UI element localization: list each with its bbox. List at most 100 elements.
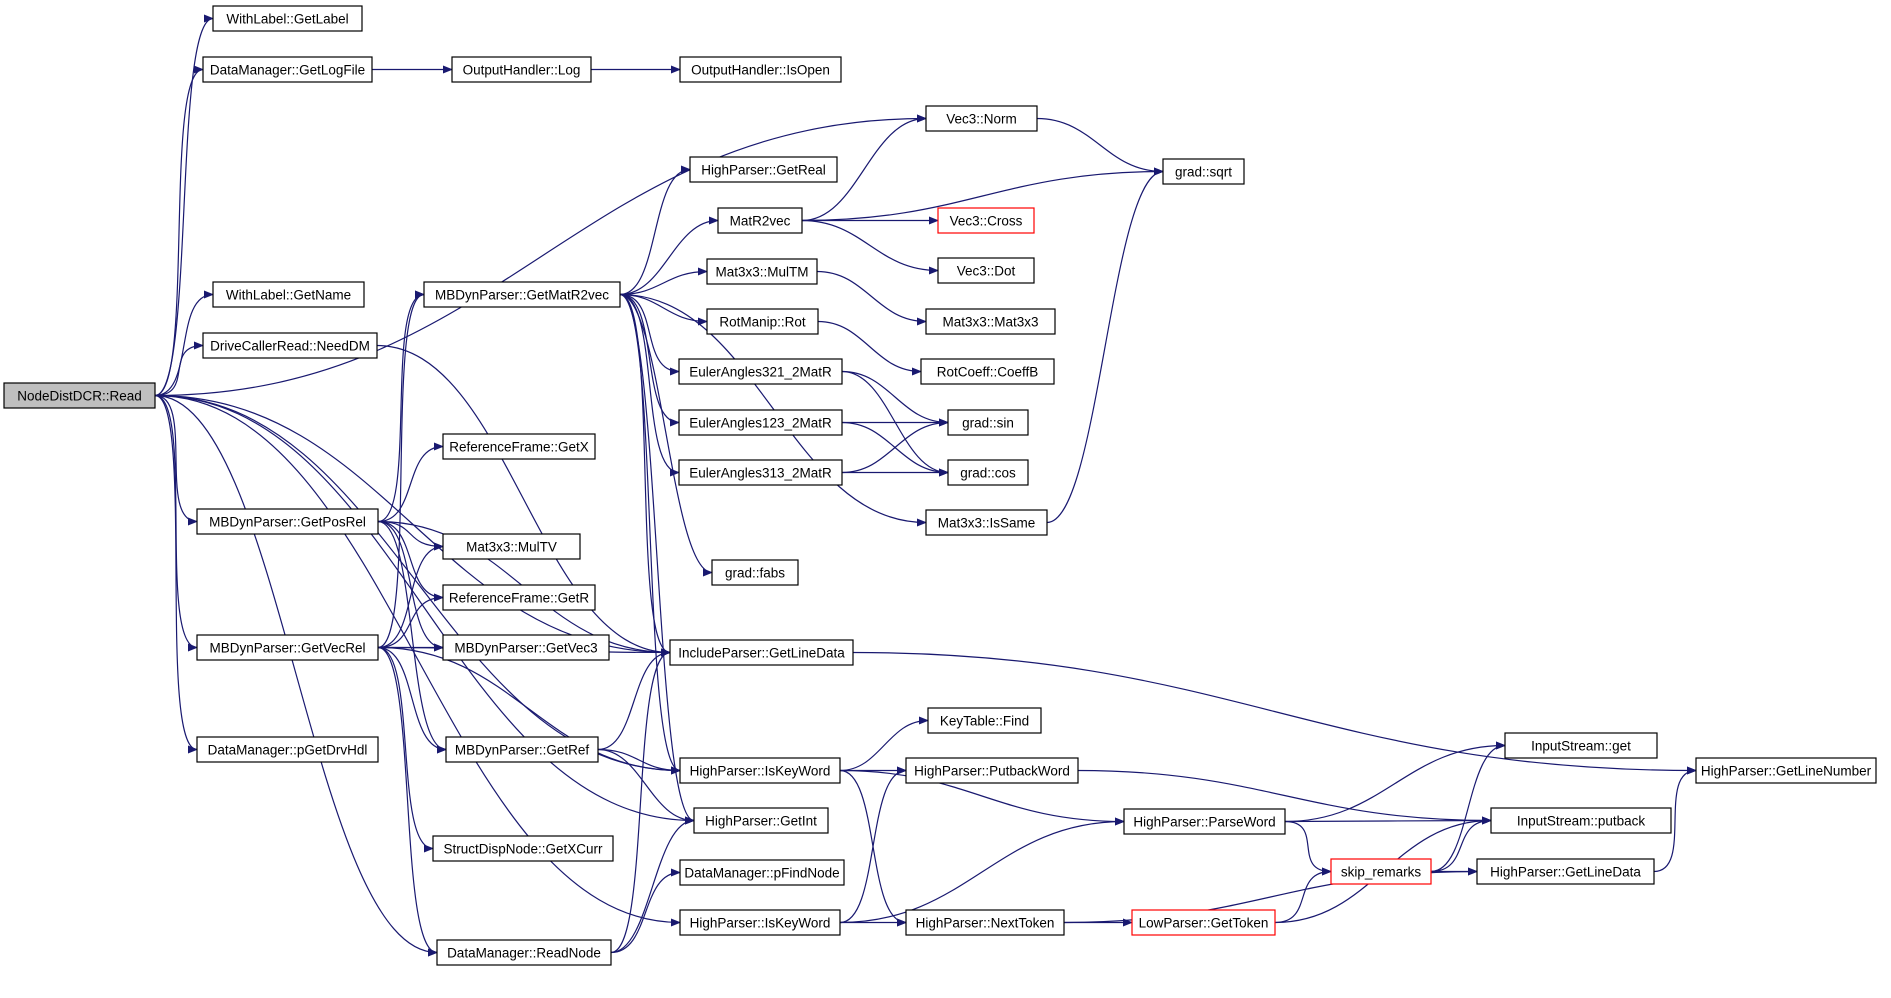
edge-mbp_getref-to-hp_iskeyword1 xyxy=(597,748,681,775)
node-hp-iskeyword2[interactable]: HighParser::IsKeyWord xyxy=(679,909,841,936)
node-skip-remarks[interactable]: skip_remarks xyxy=(1330,858,1432,885)
edge-dm_readnode-to-hp_getint xyxy=(610,816,695,954)
node-dcr-needdm[interactable]: DriveCallerRead::NeedDM xyxy=(202,332,378,359)
node-withlabel-getlabel[interactable]: WithLabel::GetLabel xyxy=(212,5,363,32)
node-box xyxy=(925,105,1038,132)
edge-mbp_getmatr2vec-to-ip_getlinedata xyxy=(619,293,671,657)
edge-mbp_getvecrel-to-rf_getr xyxy=(377,593,444,649)
node-lp-gettoken[interactable]: LowParser::GetToken xyxy=(1131,909,1276,936)
edge-root-to-dm_readnode xyxy=(154,394,438,957)
edges-layer xyxy=(154,14,1697,957)
node-matr2vec[interactable]: MatR2vec xyxy=(717,207,803,234)
node-label: HighParser::PutbackWord xyxy=(914,764,1070,779)
node-mat-mat3x3[interactable]: Mat3x3::Mat3x3 xyxy=(925,308,1056,335)
edge-dcr_needdm-to-ip_getlinedata xyxy=(376,344,671,657)
node-box xyxy=(905,757,1079,784)
node-box xyxy=(925,308,1056,335)
node-vec3-norm[interactable]: Vec3::Norm xyxy=(925,105,1038,132)
node-withlabel-getname[interactable]: WithLabel::GetName xyxy=(212,281,365,308)
node-dm-readnode[interactable]: DataManager::ReadNode xyxy=(436,939,612,966)
node-label: EulerAngles321_2MatR xyxy=(689,365,832,380)
node-box xyxy=(947,409,1029,436)
edge-mbp_getmatr2vec-to-matr2vec xyxy=(619,216,719,296)
node-label: HighParser::GetInt xyxy=(705,814,817,829)
node-rotcoeff-coeffb[interactable]: RotCoeff::CoeffB xyxy=(920,358,1055,385)
node-box xyxy=(679,859,845,886)
edge-mbp_getref-to-ip_getlinedata xyxy=(597,648,671,751)
node-keytable-find[interactable]: KeyTable::Find xyxy=(927,707,1042,734)
node-box xyxy=(442,584,596,611)
node-box xyxy=(1504,732,1658,759)
node-dm-pgetdrvhdl[interactable]: DataManager::pGetDrvHdl xyxy=(196,736,379,763)
node-label: HighParser::GetLineData xyxy=(1490,865,1641,880)
node-mat-multv[interactable]: Mat3x3::MulTV xyxy=(442,533,581,560)
node-hp-iskeyword1[interactable]: HighParser::IsKeyWord xyxy=(679,757,841,784)
node-label: KeyTable::Find xyxy=(940,714,1029,729)
node-mat-multm[interactable]: Mat3x3::MulTM xyxy=(706,258,818,285)
node-ip-getlinedata[interactable]: IncludeParser::GetLineData xyxy=(669,639,854,666)
node-dm-getlogfile[interactable]: DataManager::GetLogFile xyxy=(202,56,373,83)
node-label: DriveCallerRead::NeedDM xyxy=(210,339,370,354)
node-ea123[interactable]: EulerAngles123_2MatR xyxy=(678,409,843,436)
node-box xyxy=(689,156,838,183)
node-label: HighParser::GetReal xyxy=(701,163,826,178)
node-box xyxy=(925,509,1048,536)
node-box xyxy=(679,56,842,83)
node-mbp-getref[interactable]: MBDynParser::GetRef xyxy=(445,736,599,763)
node-label: Mat3x3::Mat3x3 xyxy=(942,315,1038,330)
node-rotmanip-rot[interactable]: RotManip::Rot xyxy=(706,308,819,335)
node-box xyxy=(711,559,799,586)
node-label: RotManip::Rot xyxy=(719,315,806,330)
node-ea321[interactable]: EulerAngles321_2MatR xyxy=(678,358,843,385)
node-label: OutputHandler::IsOpen xyxy=(691,63,830,78)
node-grad-sin[interactable]: grad::sin xyxy=(947,409,1029,436)
node-inputstream-get[interactable]: InputStream::get xyxy=(1504,732,1658,759)
node-vec3-cross[interactable]: Vec3::Cross xyxy=(937,207,1035,234)
node-mbp-getvecrel[interactable]: MBDynParser::GetVecRel xyxy=(196,634,379,661)
node-vec3-dot[interactable]: Vec3::Dot xyxy=(937,257,1035,284)
node-mbp-getmatr2vec[interactable]: MBDynParser::GetMatR2vec xyxy=(423,281,621,308)
node-dm-pfindnode[interactable]: DataManager::pFindNode xyxy=(679,859,845,886)
node-label: MBDynParser::GetPosRel xyxy=(209,515,366,530)
node-mat-issame[interactable]: Mat3x3::IsSame xyxy=(925,509,1048,536)
node-inputstream-putback[interactable]: InputStream::putback xyxy=(1490,807,1672,834)
node-ea313[interactable]: EulerAngles313_2MatR xyxy=(678,459,843,486)
node-grad-fabs[interactable]: grad::fabs xyxy=(711,559,799,586)
node-hp-parseword[interactable]: HighParser::ParseWord xyxy=(1123,808,1286,835)
edge-mbp_getmatr2vec-to-mat_issame xyxy=(619,293,927,527)
node-mbp-getposrel[interactable]: MBDynParser::GetPosRel xyxy=(196,508,379,535)
node-label: HighParser::ParseWord xyxy=(1133,815,1275,830)
node-hp-getreal[interactable]: HighParser::GetReal xyxy=(689,156,838,183)
edge-hp_parseword-to-inputstream_get xyxy=(1284,741,1506,823)
node-sdn-getxcurr[interactable]: StructDispNode::GetXCurr xyxy=(432,835,614,862)
node-oh-isopen[interactable]: OutputHandler::IsOpen xyxy=(679,56,842,83)
node-box xyxy=(196,736,379,763)
edge-mbp_getmatr2vec-to-mat_multm xyxy=(619,267,708,296)
node-grad-sqrt[interactable]: grad::sqrt xyxy=(1162,158,1245,185)
node-hp-getlinenumber[interactable]: HighParser::GetLineNumber xyxy=(1695,757,1877,784)
node-label: RotCoeff::CoeffB xyxy=(937,365,1039,380)
node-rf-getx[interactable]: ReferenceFrame::GetX xyxy=(442,433,596,460)
edge-skip_remarks-to-inputstream_get xyxy=(1430,741,1506,873)
node-label: DataManager::ReadNode xyxy=(447,946,601,961)
edge-mbp_getmatr2vec-to-ea123 xyxy=(619,293,680,427)
node-hp-getint[interactable]: HighParser::GetInt xyxy=(693,807,829,834)
node-rf-getr[interactable]: ReferenceFrame::GetR xyxy=(442,584,596,611)
node-label: NodeDistDCR::Read xyxy=(17,389,142,404)
edge-lp_gettoken-to-skip_remarks xyxy=(1274,867,1332,924)
node-mbp-getvec3[interactable]: MBDynParser::GetVec3 xyxy=(442,634,610,661)
node-hp-getlinedata[interactable]: HighParser::GetLineData xyxy=(1476,858,1655,885)
node-root[interactable]: NodeDistDCR::Read xyxy=(3,382,156,409)
node-box xyxy=(678,409,843,436)
node-hp-putbackword[interactable]: HighParser::PutbackWord xyxy=(905,757,1079,784)
node-label: DataManager::pFindNode xyxy=(684,866,839,881)
edge-mbp_getmatr2vec-to-hp_getint xyxy=(619,293,695,825)
edge-mbp_getvecrel-to-mbp_getmatr2vec xyxy=(377,290,425,649)
node-box xyxy=(202,332,378,359)
node-box xyxy=(1330,858,1432,885)
node-oh-log[interactable]: OutputHandler::Log xyxy=(451,56,592,83)
node-box xyxy=(706,308,819,335)
node-hp-nexttoken[interactable]: HighParser::NextToken xyxy=(905,909,1065,936)
node-grad-cos[interactable]: grad::cos xyxy=(947,459,1029,486)
